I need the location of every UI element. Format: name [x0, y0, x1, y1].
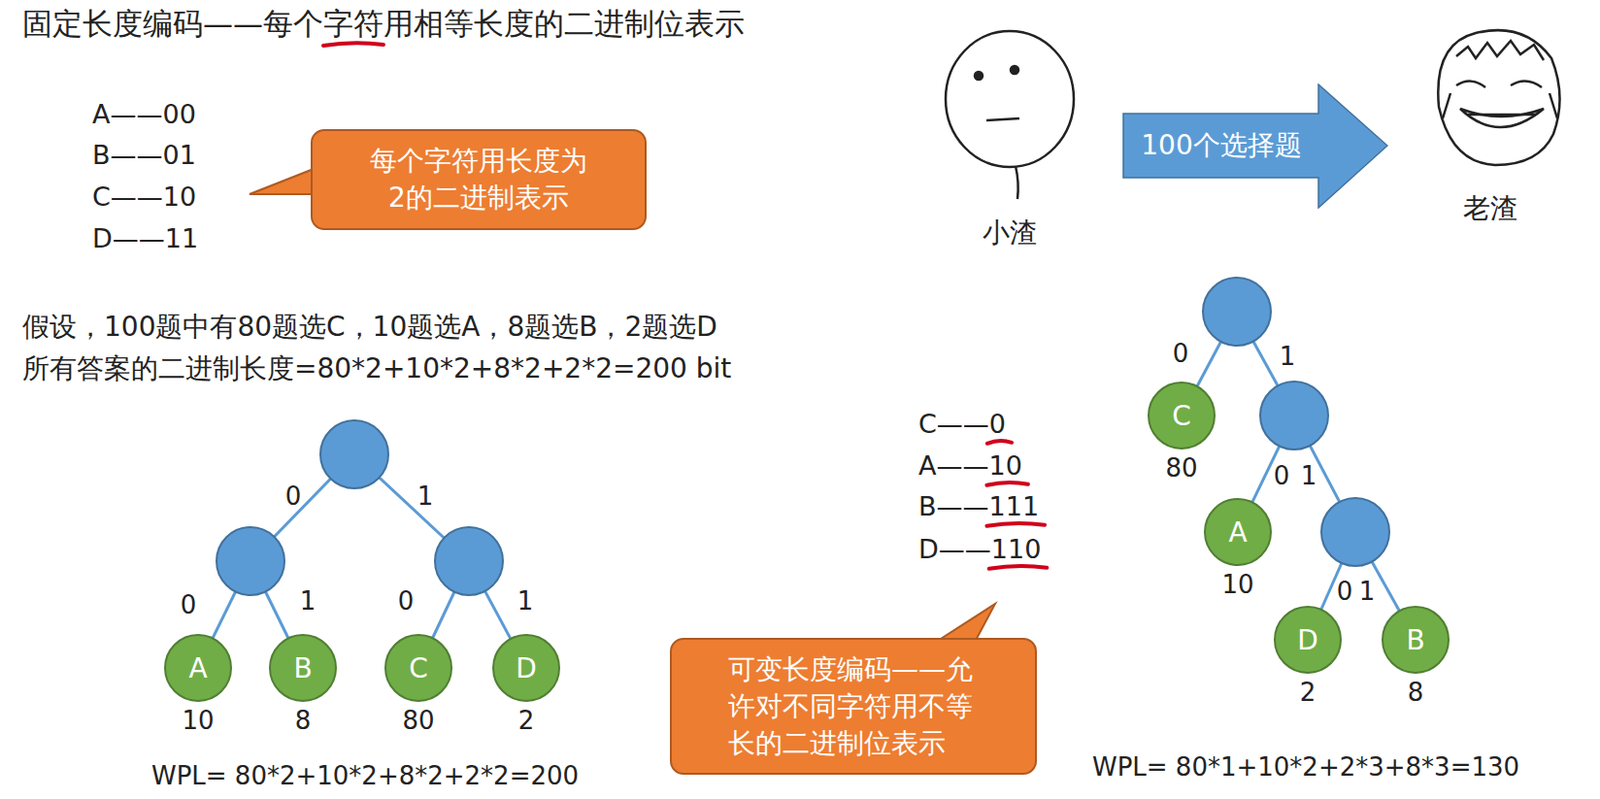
leaf-weight: 80: [401, 705, 434, 735]
leaf-weight: 2: [1300, 677, 1317, 707]
label-text: 0: [1172, 338, 1190, 369]
leaf-circle: B8: [1381, 605, 1450, 674]
label-text: 1: [1279, 341, 1297, 372]
label-text: 1: [1300, 461, 1318, 492]
label-text: 所有答案的二进制长度=80*2+10*2+8*2+2*2=200 bit: [22, 352, 732, 386]
red-underline: [986, 482, 1028, 486]
red-underline: [987, 440, 1012, 444]
face-plain: [945, 31, 1074, 200]
leaf-weight: 10: [1221, 569, 1254, 600]
label-text: 1: [517, 586, 534, 617]
label-text: C——10: [92, 181, 197, 213]
red-underline: [987, 523, 1046, 527]
leaf-letter: C: [408, 652, 429, 685]
leaf-weight: 10: [181, 705, 214, 735]
label-text: 0: [1336, 576, 1354, 607]
leaf-letter: D: [1297, 624, 1319, 657]
leaf-circle: C80: [384, 633, 453, 702]
label-text: 1: [417, 481, 434, 512]
leaf-weight: 2: [518, 705, 535, 735]
label-text: 老渣: [1463, 192, 1518, 226]
leaf-circle: C80: [1147, 381, 1216, 450]
arrow-text: 100个选择题: [1140, 127, 1301, 165]
leaf-letter: A: [1228, 516, 1247, 549]
leaf-letter: D: [515, 652, 537, 685]
label-text: 1: [1359, 576, 1376, 607]
leaf-weight: 8: [295, 705, 312, 735]
label-text: 0: [398, 586, 415, 617]
callout-box: 可变长度编码——允许对不同字符用不等长的二进制位表示: [669, 637, 1037, 775]
red-underline: [989, 566, 1048, 569]
label-text: 小渣: [982, 216, 1037, 250]
leaf-letter: A: [188, 652, 207, 685]
red-underline: [323, 42, 384, 46]
label-text: C——0: [918, 408, 1006, 440]
label-text: 1: [300, 586, 317, 617]
label-text: 0: [1273, 461, 1291, 492]
leaf-weight: 8: [1407, 677, 1425, 707]
label-text: 假设，100题中有80题选C，10题选A，8题选B，2题选D: [22, 310, 718, 344]
leaf-letter: B: [293, 652, 312, 685]
callout-text: 每个字符用长度为2的二进制表示: [366, 142, 591, 217]
label-text: D——11: [92, 223, 199, 255]
label-text: A——00: [92, 99, 197, 131]
label-text: B——111: [918, 491, 1039, 523]
label-text: WPL= 80*2+10*2+8*2+2*2=200: [151, 761, 579, 792]
leaf-letter: C: [1171, 400, 1192, 433]
leaf-circle: A10: [164, 633, 233, 702]
leaf-circle: D2: [492, 633, 561, 702]
label-text: 0: [285, 481, 302, 512]
callout-box: 每个字符用长度为2的二进制表示: [310, 129, 647, 231]
label-text: 0: [180, 590, 198, 621]
leaf-letter: B: [1405, 624, 1425, 657]
label-text: WPL= 80*1+10*2+2*3+8*3=130: [1092, 752, 1520, 783]
leaf-weight: 80: [1165, 453, 1198, 483]
callout-pointer: [249, 166, 319, 195]
label-text: B——01: [92, 139, 197, 171]
label-text: D——110: [918, 533, 1041, 566]
arrow-shape: 100个选择题: [1122, 83, 1389, 209]
face-grin: [1437, 30, 1560, 166]
label-text: A——10: [918, 450, 1023, 482]
title-text: 固定长度编码——每个字符用相等长度的二进制位表示: [22, 5, 745, 42]
callout-text: 可变长度编码——允许对不同字符用不等长的二进制位表示: [728, 651, 979, 762]
leaf-circle: D2: [1273, 605, 1342, 674]
leaf-circle: A10: [1203, 498, 1272, 567]
leaf-circle: B8: [268, 633, 337, 702]
